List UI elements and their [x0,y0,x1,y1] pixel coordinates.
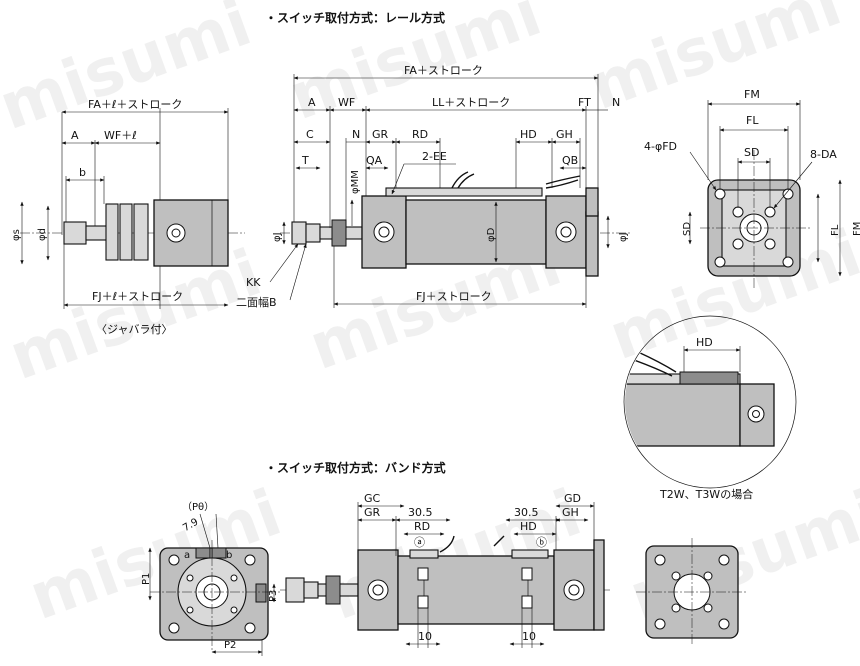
detail-view-t2w-t3w: HD T2W、T3Wの場合 [623,315,797,501]
dim-gh: GH [556,128,573,141]
label-width-across: 二面幅B [236,296,277,309]
dim-t: T [301,154,309,167]
dim-phi-d: φD [486,227,497,242]
dim-gr: GR [372,128,389,141]
dim-wf: WF [338,96,355,109]
dim-ll-stroke: LL＋ストローク [432,96,510,109]
dim-305-left: 30.5 [408,506,433,519]
dim-fa-l-stroke: FA＋ℓ＋ストローク [88,98,182,111]
dim-10-left: 10 [418,630,432,643]
watermark: misumi misumi misumi misumi misumi misum… [0,0,860,635]
rail-cylinder-view: FA＋ストローク A WF LL＋ストローク FT N C N GR RD HD… [236,64,632,309]
dim-rd: RD [414,520,430,533]
label-b: b [226,550,232,561]
dim-fm-top: FM [744,88,760,101]
dim-rd: RD [412,128,428,141]
dim-fa-stroke: FA＋ストローク [404,64,483,77]
dim-gd: GD [564,492,581,505]
dim-hd: HD [520,520,537,533]
dim-gh: GH [562,506,579,519]
dim-305-right: 30.5 [514,506,539,519]
dim-fl-top: FL [746,114,759,127]
band-cylinder-view: GC GR 30.5 RD ⓐ 30.5 GD HD GH ⓑ 10 10 [280,492,612,648]
dim-hd: HD [520,128,537,141]
band-section-title: ・スイッチ取付方式：バンド方式 [265,460,446,475]
band-end-view: （Pθ） 7.9 a b P1 P3 P2 [141,501,280,656]
rail-section-title: ・スイッチ取付方式：レール方式 [265,10,445,25]
dim-phi-d: φd [37,228,48,241]
dim-gc: GC [364,492,381,505]
label-p-theta: （Pθ） [182,501,214,513]
dim-phi-s: φs [11,229,22,241]
band-rod-end-view [636,538,748,646]
dim-10-right: 10 [522,630,536,643]
dim-p3: P3 [268,590,279,602]
dim-phi-mm: φMM [350,170,361,194]
dim-ft: FT [578,96,591,109]
dim-wf-l: WF＋ℓ [104,129,137,142]
dim-b: b [79,166,86,179]
dim-phi-j-right: φJ [618,232,629,242]
dim-fj-l-stroke: FJ＋ℓ＋ストローク [92,290,183,303]
label-8-da: 8-DA [810,148,837,161]
dim-c: C [306,128,314,141]
label-2-ee: 2-EE [422,150,447,163]
label-b-circ: ⓑ [536,536,547,549]
dim-a: A [308,96,316,109]
flange-end-view: FM FL SD 4-φFD 8-DA SD FL FM [644,88,860,288]
bellows-caption: 〈ジャバラ付〉 [96,323,172,336]
dim-phi-j-left: φJ [272,232,283,242]
svg-text:misumi: misumi [0,0,261,145]
dim-n: N [352,128,360,141]
detail-caption: T2W、T3Wの場合 [659,487,753,501]
dim-hd: HD [696,336,713,349]
dim-qb: QB [562,154,578,167]
dim-sd-left: SD [682,222,693,236]
bellows-view: FA＋ℓ＋ストローク A WF＋ℓ b φs φd FJ＋ℓ＋ストローク 〈ジャ… [11,98,245,336]
label-a: a [184,550,190,561]
dim-fm-right: FM [852,222,860,236]
dim-p2: P2 [224,640,236,651]
dim-qa: QA [366,154,383,167]
svg-text:misumi: misumi [580,0,850,125]
label-4-phi-fd: 4-φFD [644,140,677,153]
dim-gr: GR [364,506,381,519]
dim-fl-right: FL [830,224,841,236]
label-kk: KK [246,276,261,289]
dim-n-right: N [612,96,620,109]
label-a-circ: ⓐ [414,536,425,549]
dim-a: A [71,129,79,142]
dim-fj-stroke: FJ＋ストローク [416,290,492,303]
dim-p1: P1 [141,573,152,585]
dim-sd-top: SD [744,146,759,159]
